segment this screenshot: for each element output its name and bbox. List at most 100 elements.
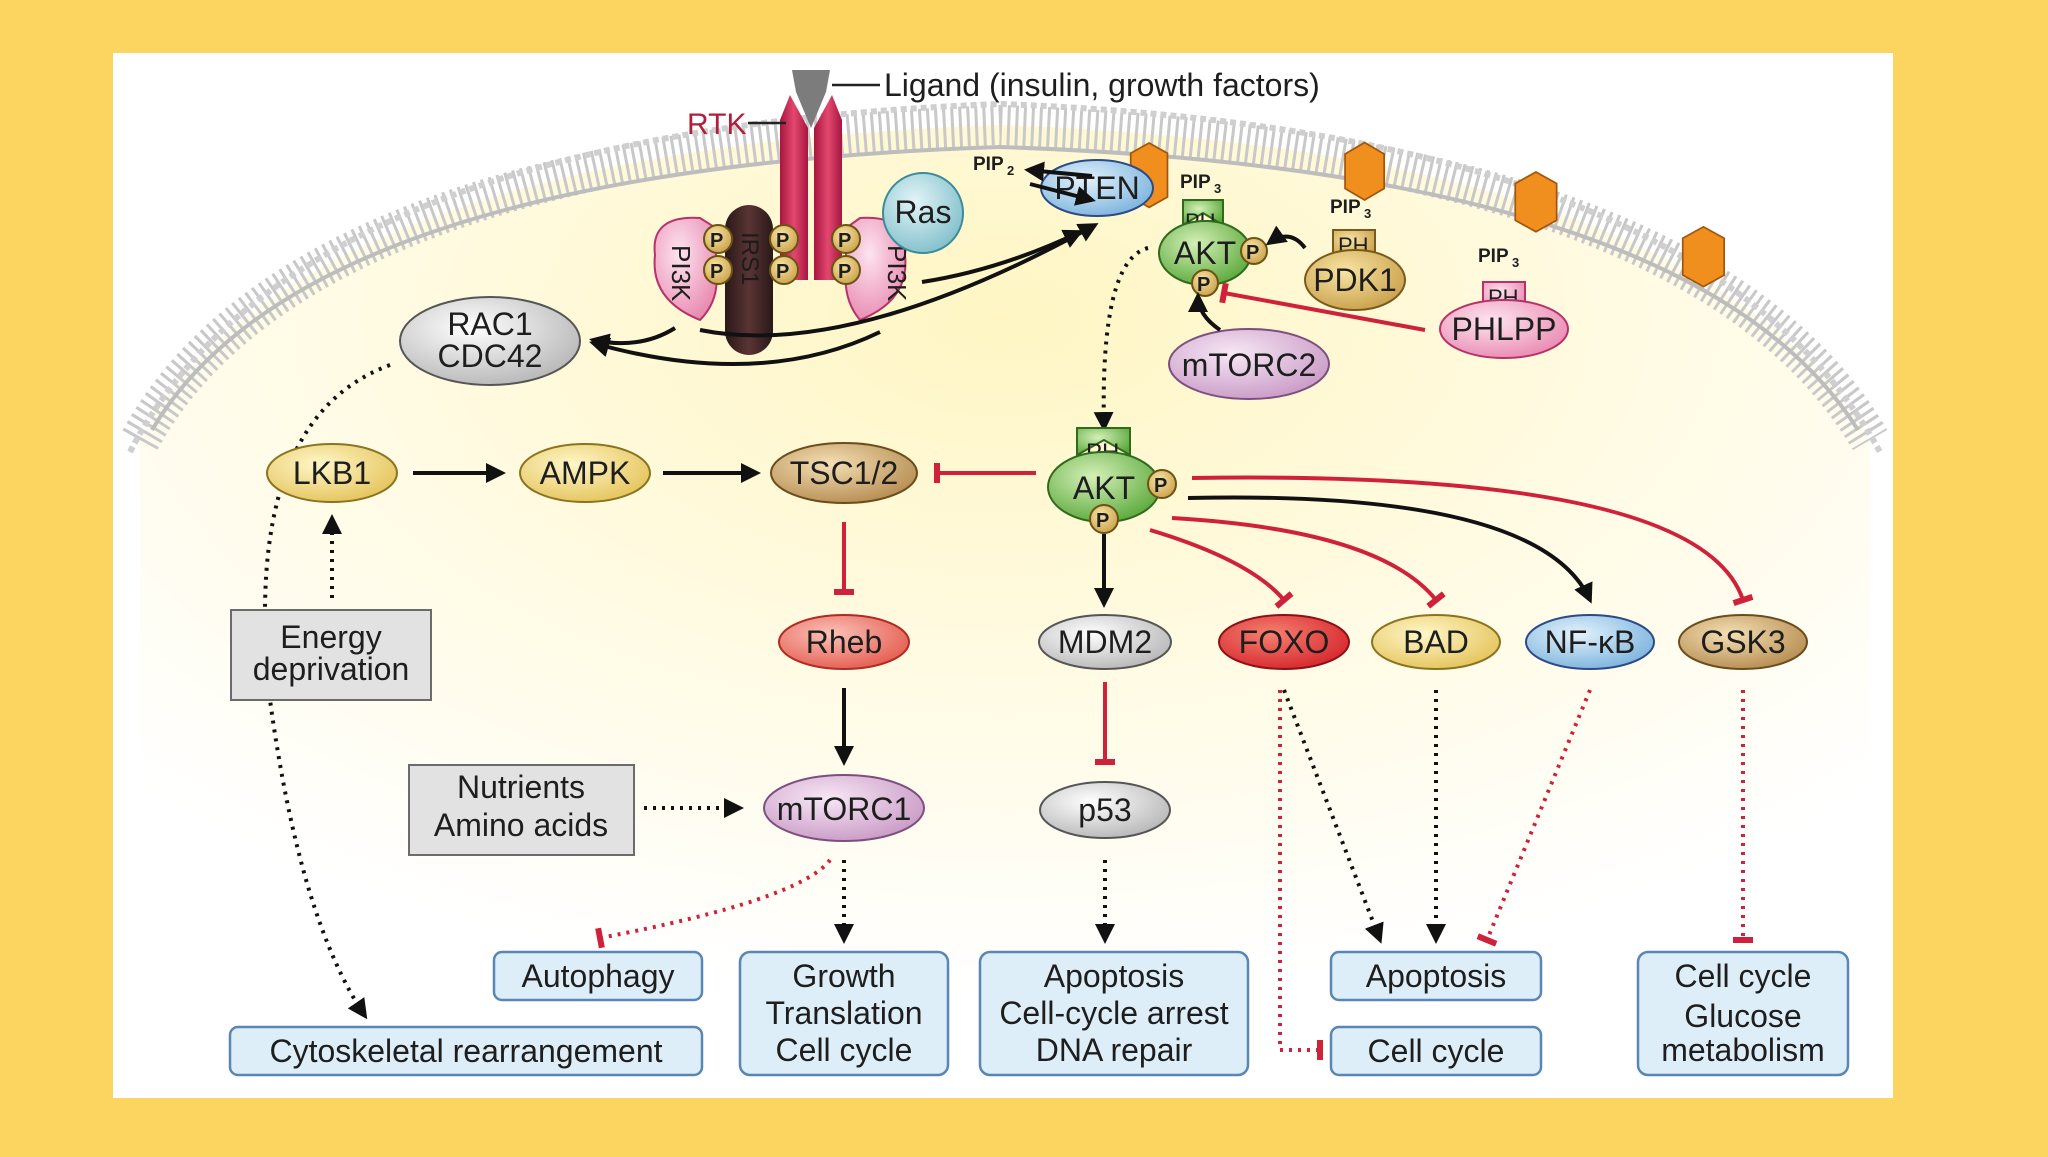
svg-text:PIP: PIP	[1330, 197, 1361, 218]
svg-text:P: P	[838, 230, 851, 252]
pten-node: PTEN	[1040, 159, 1154, 217]
outcome-autophagy: Autophagy	[492, 950, 704, 1002]
akt-translocation-arrow	[1093, 246, 1149, 432]
mdm2-node: MDM2	[1038, 614, 1172, 670]
gsk3-node: GSK3	[1678, 614, 1808, 670]
svg-text:Glucose: Glucose	[1684, 998, 1801, 1034]
svg-text:P: P	[710, 261, 723, 283]
middle-arrows	[322, 463, 1036, 598]
svg-text:GSK3: GSK3	[1700, 624, 1785, 660]
svg-text:mTORC1: mTORC1	[777, 791, 912, 827]
svg-text:2: 2	[1007, 163, 1014, 178]
pi3k-left-label: PI3K	[666, 245, 696, 302]
pi3k-left: PI3K	[653, 216, 718, 322]
pi3k-right-label: PI3K	[882, 245, 912, 302]
phlpp-inhibition	[1219, 282, 1426, 332]
svg-text:LKB1: LKB1	[293, 455, 371, 491]
svg-text:BAD: BAD	[1403, 624, 1469, 660]
upper-arrows	[589, 161, 1307, 367]
nfkb-node: NF-κB	[1525, 614, 1655, 670]
akt-cytoplasm-node: PH AKT P P	[1047, 427, 1177, 534]
svg-text:P: P	[838, 261, 851, 283]
svg-text:3: 3	[1512, 255, 1519, 270]
outcome-cytoskeletal: Cytoskeletal rearrangement	[228, 1025, 704, 1077]
akt-target-arrows	[1149, 475, 1754, 609]
mtorc2-node: mTORC2	[1168, 328, 1330, 400]
mtorc1-arrows	[595, 858, 854, 949]
svg-text:3: 3	[1214, 181, 1221, 196]
svg-text:PHLPP: PHLPP	[1452, 311, 1557, 347]
svg-text:NF-κB: NF-κB	[1545, 624, 1636, 660]
svg-text:3: 3	[1364, 206, 1371, 221]
tsc-node: TSC1/2	[770, 442, 918, 504]
svg-text:PTEN: PTEN	[1054, 170, 1139, 206]
svg-text:AKT: AKT	[1174, 235, 1236, 271]
svg-text:PDK1: PDK1	[1313, 262, 1397, 298]
svg-text:Growth: Growth	[792, 958, 895, 994]
p53-node: p53	[1039, 781, 1171, 839]
svg-text:DNA repair: DNA repair	[1036, 1032, 1193, 1068]
svg-text:Rheb: Rheb	[806, 624, 883, 660]
phosphate-group: P P P P P P	[703, 224, 861, 285]
svg-text:P: P	[776, 261, 789, 283]
svg-text:P: P	[1154, 475, 1167, 497]
ampk-node: AMPK	[519, 443, 651, 503]
rac1-cdc42-node: RAC1 CDC42	[399, 296, 581, 386]
svg-text:Apoptosis: Apoptosis	[1044, 958, 1185, 994]
svg-text:PIP: PIP	[1180, 172, 1211, 193]
foxo-node: FOXO	[1218, 614, 1350, 670]
irs1: IRS1	[725, 205, 773, 355]
svg-text:Cell cycle: Cell cycle	[776, 1032, 913, 1068]
svg-text:Cytoskeletal rearrangement: Cytoskeletal rearrangement	[269, 1033, 662, 1069]
target-outcome-arrows	[1278, 689, 1753, 1060]
svg-text:CDC42: CDC42	[438, 338, 543, 374]
svg-text:Cell cycle: Cell cycle	[1675, 958, 1812, 994]
svg-text:Amino acids: Amino acids	[434, 807, 608, 843]
svg-text:deprivation: deprivation	[253, 651, 410, 687]
svg-text:AKT: AKT	[1073, 470, 1135, 506]
ligand-label: Ligand (insulin, growth factors)	[884, 67, 1320, 103]
outcome-apoptosis-p53: Apoptosis Cell-cycle arrest DNA repair	[978, 950, 1250, 1077]
svg-text:mTORC2: mTORC2	[1182, 347, 1317, 383]
outcome-growth: Growth Translation Cell cycle	[738, 950, 950, 1077]
svg-text:Ras: Ras	[895, 194, 952, 230]
svg-text:P: P	[710, 230, 723, 252]
pi3k-right: PI3K	[844, 216, 912, 322]
outcome-cell-cycle: Cell cycle	[1329, 1025, 1543, 1077]
svg-text:p53: p53	[1078, 792, 1131, 828]
svg-text:PIP: PIP	[1478, 246, 1509, 267]
svg-text:TSC1/2: TSC1/2	[790, 455, 898, 491]
svg-text:P: P	[1197, 274, 1210, 296]
svg-text:P: P	[1096, 510, 1109, 532]
outcome-gsk3: Cell cycle Glucose metabolism	[1636, 950, 1850, 1077]
energy-deprivation-box: Energy deprivation	[230, 609, 432, 701]
svg-text:PIP: PIP	[973, 154, 1004, 175]
akt-membrane-node: PH AKT P P	[1158, 199, 1268, 297]
nutrients-box: Nutrients Amino acids	[408, 764, 635, 856]
outcome-apoptosis: Apoptosis	[1329, 950, 1543, 1002]
svg-text:P: P	[1246, 242, 1259, 264]
mtorc1-node: mTORC1	[763, 774, 925, 842]
svg-text:metabolism: metabolism	[1661, 1032, 1825, 1068]
lkb1-node: LKB1	[266, 443, 398, 503]
rheb-node: Rheb	[778, 614, 910, 670]
svg-text:Cell cycle: Cell cycle	[1368, 1033, 1505, 1069]
svg-text:P: P	[776, 230, 789, 252]
svg-text:Nutrients: Nutrients	[457, 769, 585, 805]
svg-text:Translation: Translation	[765, 995, 922, 1031]
svg-text:AMPK: AMPK	[540, 455, 631, 491]
svg-text:Autophagy: Autophagy	[521, 958, 674, 994]
svg-text:FOXO: FOXO	[1239, 624, 1330, 660]
svg-text:RAC1: RAC1	[447, 306, 532, 342]
svg-text:Apoptosis: Apoptosis	[1366, 958, 1507, 994]
rac1-cytoskeletal-arrow	[263, 363, 391, 1020]
ligand: Ligand (insulin, growth factors)	[792, 67, 1320, 128]
irs1-label: IRS1	[736, 232, 763, 285]
svg-text:Cell-cycle arrest: Cell-cycle arrest	[999, 995, 1228, 1031]
svg-text:Energy: Energy	[280, 619, 381, 655]
svg-text:MDM2: MDM2	[1058, 624, 1152, 660]
